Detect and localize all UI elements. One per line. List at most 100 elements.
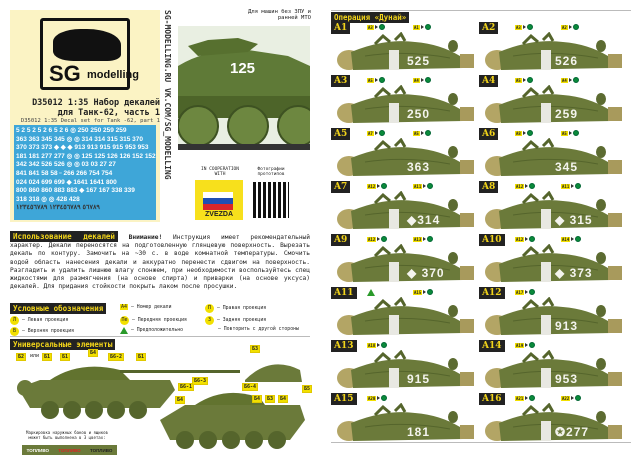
hull-number: ✪277 bbox=[555, 425, 590, 439]
instructions-heading: Использование декалей bbox=[10, 231, 118, 242]
arrow-icon bbox=[525, 396, 529, 400]
arrow-icon bbox=[377, 184, 381, 188]
decal-callout: A12 bbox=[367, 236, 388, 242]
white-stripe bbox=[389, 50, 399, 70]
zvezda-text: ZVEZDA bbox=[205, 211, 233, 218]
decal-callout: A18 bbox=[367, 342, 388, 348]
arrow-icon bbox=[571, 396, 575, 400]
instructions: Использование декалей Внимание! Инструкц… bbox=[10, 231, 310, 291]
photo-hull-number: 125 bbox=[230, 60, 256, 77]
white-stripe bbox=[541, 315, 551, 335]
decal-sheet-panel: SG modelling D35012 1:35 Набор декалей д… bbox=[10, 10, 160, 222]
hull-number: ◆314 bbox=[407, 213, 441, 227]
legend-item: Пе– Передняя проекция bbox=[120, 316, 187, 325]
gloss-icon bbox=[427, 289, 434, 295]
hull-number: 953 bbox=[555, 372, 579, 386]
decal-sheet-row: ٥٦٧٨٩ ١٢٣٤٥٦٧٨٩ ١٢٣٤٥٦٧٨٩ bbox=[16, 204, 100, 212]
decal-sheet-row: 363 363 345 345 ◎ ◎ 314 314 315 315 370 bbox=[16, 135, 144, 143]
decal-callout: A5 bbox=[413, 130, 431, 136]
fuel-plates: ТОПЛИВО ТОПЛИВО ТОПЛИВО bbox=[22, 445, 117, 455]
legend-item: З– Задняя проекция bbox=[205, 316, 266, 325]
decal-callout: A15 bbox=[413, 289, 434, 295]
gloss-icon bbox=[572, 130, 579, 136]
arrow-icon bbox=[571, 237, 575, 241]
decal-callout: A13 bbox=[413, 236, 434, 242]
triangle-icon bbox=[120, 327, 128, 334]
scheme-card-a13: A13 915 A18 bbox=[331, 340, 481, 394]
decal-callout: A12 bbox=[367, 183, 388, 189]
product-title-en: D35012 1:35 Decal set for Tank -62, part… bbox=[20, 118, 160, 124]
decal-callout: A1 bbox=[413, 24, 431, 30]
gloss-icon bbox=[424, 77, 431, 83]
scheme-label: A13 bbox=[331, 340, 357, 352]
arrow-icon bbox=[423, 184, 427, 188]
arrow-icon bbox=[374, 25, 378, 29]
hull-number: 525 bbox=[407, 54, 431, 68]
gloss-icon bbox=[424, 24, 431, 30]
gloss-icon bbox=[381, 342, 388, 348]
arrow-icon bbox=[374, 131, 378, 135]
photo-note: Для машин без ЗПУ и ранней МТО bbox=[248, 9, 311, 21]
arrow-icon bbox=[568, 25, 572, 29]
gloss-icon bbox=[529, 183, 536, 189]
sg-modelling-logo: SG modelling bbox=[40, 18, 139, 90]
decal-sheet-row: 841 841 58 58 ▫ 266 266 754 754 bbox=[16, 169, 113, 177]
links-column: SG-MODELLING.RU VK.COM/SG_MODELLING bbox=[163, 10, 177, 222]
qr-code[interactable] bbox=[253, 182, 289, 218]
hull-number: 345 bbox=[555, 160, 579, 174]
bear-icon bbox=[53, 29, 121, 61]
scheme-label: A12 bbox=[479, 287, 505, 299]
decal-callout: A20 bbox=[367, 395, 388, 401]
arrow-icon bbox=[423, 237, 427, 241]
white-stripe bbox=[389, 103, 399, 123]
legend-item: – Повторить с другой стороны bbox=[218, 327, 299, 332]
arrow-icon bbox=[522, 131, 526, 135]
arrow-icon bbox=[420, 78, 424, 82]
hull-number: 915 bbox=[407, 372, 431, 386]
arrow-icon bbox=[420, 25, 424, 29]
white-stripe bbox=[389, 209, 399, 229]
decal-sheet-row: 370 373 373 ◆ ◆ ◆ 913 913 915 915 953 95… bbox=[16, 144, 149, 152]
decal-callout: A3 bbox=[515, 24, 533, 30]
decal-callout: A3 bbox=[367, 24, 385, 30]
hull-number: 259 bbox=[555, 107, 579, 121]
decal-tag: Б6-4 bbox=[242, 383, 259, 391]
vk-link[interactable]: VK.COM/SG_MODELLING bbox=[163, 88, 172, 180]
gloss-icon bbox=[572, 24, 579, 30]
arrow-icon bbox=[522, 25, 526, 29]
logo-text: SG bbox=[49, 61, 81, 86]
gloss-icon bbox=[381, 236, 388, 242]
legend-item: В– Верхняя проекция bbox=[10, 327, 74, 336]
decal-callout: A12 bbox=[515, 183, 536, 189]
decal-tag: Б4 bbox=[88, 349, 99, 357]
decal-tag: Б6-3 bbox=[192, 377, 209, 385]
decal-callout: A11 bbox=[561, 183, 582, 189]
arrow-icon bbox=[525, 343, 529, 347]
hull-number: ◆ 315 bbox=[555, 213, 593, 227]
white-stripe bbox=[541, 421, 551, 441]
arrow-icon bbox=[420, 131, 424, 135]
product-title: D35012 1:35 Набор декалей для Танк-62, ч… bbox=[32, 98, 160, 118]
arrow-icon bbox=[525, 184, 529, 188]
white-stripe bbox=[389, 315, 399, 335]
site-link[interactable]: SG-MODELLING.RU bbox=[163, 10, 172, 83]
decal-tag: Б1 bbox=[136, 353, 147, 361]
gloss-icon bbox=[575, 395, 582, 401]
logo-subtext: modelling bbox=[87, 69, 139, 81]
plate-red: ТОПЛИВО bbox=[58, 447, 81, 453]
decal-callout: A14 bbox=[561, 236, 582, 242]
scheme-label: A3 bbox=[331, 75, 351, 87]
decal-tag: Б4 bbox=[252, 395, 263, 403]
